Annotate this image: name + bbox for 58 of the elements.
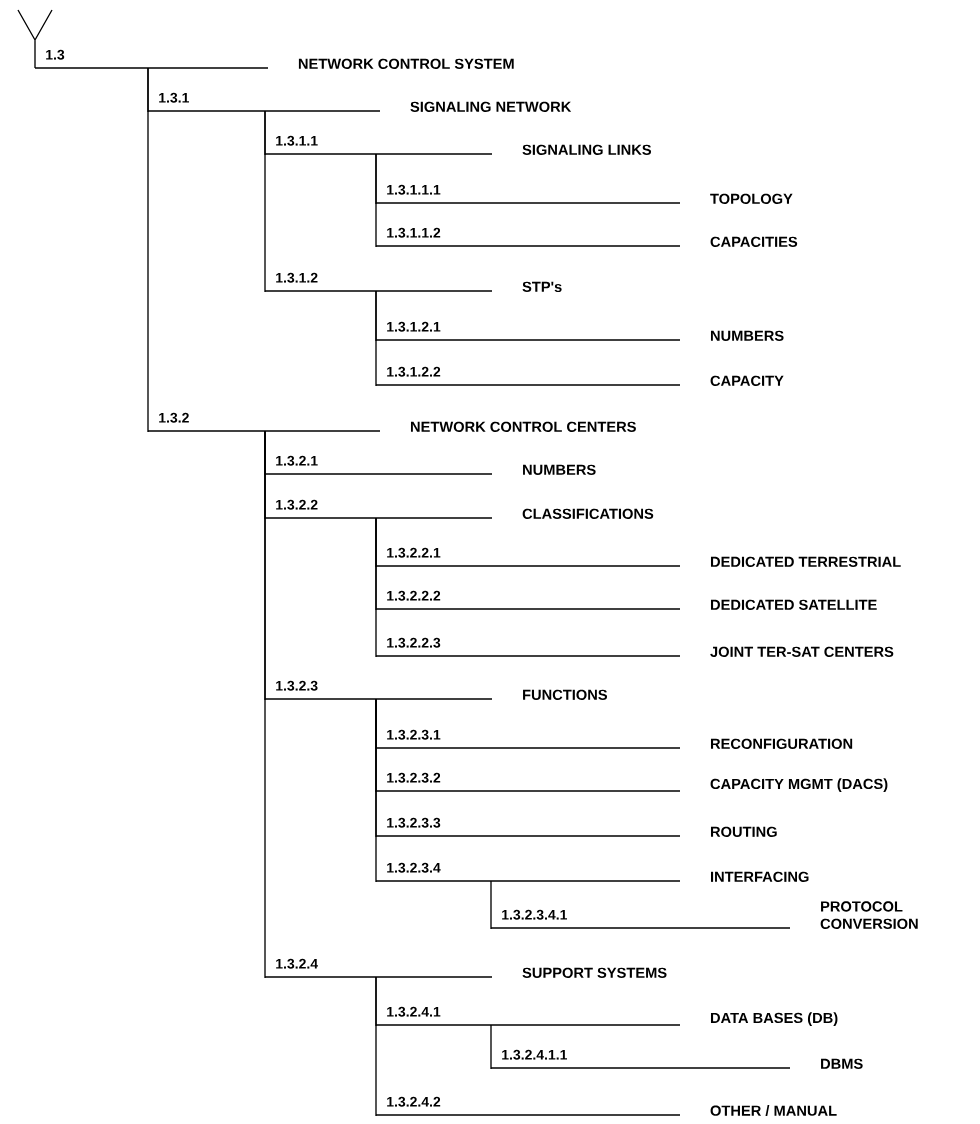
connector-line — [147, 67, 149, 433]
item-label: DATA BASES (DB) — [711, 1012, 838, 1026]
item-label: SIGNALING LINKS — [522, 144, 652, 155]
item-label: NETWORK CONTROL SYSTEM — [298, 58, 514, 69]
outline-number: 1.3.2 — [159, 412, 189, 423]
outline-number: 1.3.1.1.2 — [387, 227, 441, 238]
connector-line — [375, 698, 377, 883]
item-label: NETWORK CONTROL CENTERS — [411, 421, 636, 432]
outline-number: 1.3.1.1 — [276, 135, 318, 146]
outline-number: 1.3.2.3.4 — [387, 862, 441, 873]
outline-number: 1.3.1 — [159, 92, 189, 103]
item-label: STP's — [522, 281, 562, 292]
outline-number: 1.3.1.2.2 — [387, 366, 441, 377]
outline-number: 1.3.2.4 — [276, 958, 318, 969]
connector-line — [375, 517, 377, 658]
item-label: DBMS — [821, 1058, 863, 1069]
outline-number: 1.3 — [46, 49, 65, 60]
connector-line — [490, 880, 492, 930]
item-label: PROTOCOL CONVERSION — [820, 901, 918, 929]
outline-number: 1.3.2.3.1 — [387, 729, 441, 740]
item-label: OTHER / MANUAL — [710, 1105, 837, 1116]
outline-number: 1.3.2.4.2 — [387, 1096, 441, 1107]
item-label: TOPOLOGY — [710, 193, 793, 204]
item-label: SUPPORT SYSTEMS — [522, 967, 667, 978]
item-label: CLASSIFICATIONS — [522, 508, 654, 519]
item-label: DEDICATED SATELLITE — [711, 599, 877, 610]
outline-number: 1.3.2.2.1 — [387, 547, 441, 558]
outline-number: 1.3.2.2 — [276, 499, 318, 510]
connector-line — [375, 290, 377, 387]
outline-number: 1.3.1.2.1 — [387, 321, 441, 332]
outline-number: 1.3.2.3.4.1 — [502, 909, 568, 920]
connector-line — [490, 1024, 492, 1070]
outline-number: 1.3.2.3.3 — [387, 817, 441, 828]
item-label: CAPACITY — [710, 375, 784, 386]
item-label: DEDICATED TERRESTRIAL — [711, 556, 901, 567]
outline-number: 1.3.1.2 — [276, 272, 318, 283]
connector-line — [264, 110, 266, 293]
item-label: ROUTING — [711, 826, 777, 837]
outline-number: 1.3.2.3 — [276, 680, 318, 691]
item-label: SIGNALING NETWORK — [410, 101, 572, 112]
outline-number: 1.3.1.1.1 — [387, 184, 441, 195]
outline-number: 1.3.2.4.1.1 — [502, 1049, 568, 1060]
item-label: CAPACITY MGMT (DACS) — [710, 778, 888, 792]
outline-number: 1.3.2.2.2 — [387, 590, 441, 601]
connector-line — [375, 976, 377, 1117]
outline-number: 1.3.2.1 — [276, 455, 318, 466]
item-label: RECONFIGURATION — [711, 738, 853, 749]
item-label: INTERFACING — [711, 871, 809, 882]
outline-number: 1.3.2.4.1 — [387, 1006, 441, 1017]
connector-line — [375, 153, 377, 248]
item-label: NUMBERS — [711, 330, 784, 341]
outline-number: 1.3.2.3.2 — [387, 772, 441, 783]
item-label: JOINT TER-SAT CENTERS — [710, 646, 894, 657]
item-label: FUNCTIONS — [523, 689, 608, 700]
item-label: NUMBERS — [523, 464, 596, 475]
connector-line — [264, 430, 266, 979]
outline-number: 1.3.2.2.3 — [387, 637, 441, 648]
item-label: CAPACITIES — [710, 236, 798, 247]
